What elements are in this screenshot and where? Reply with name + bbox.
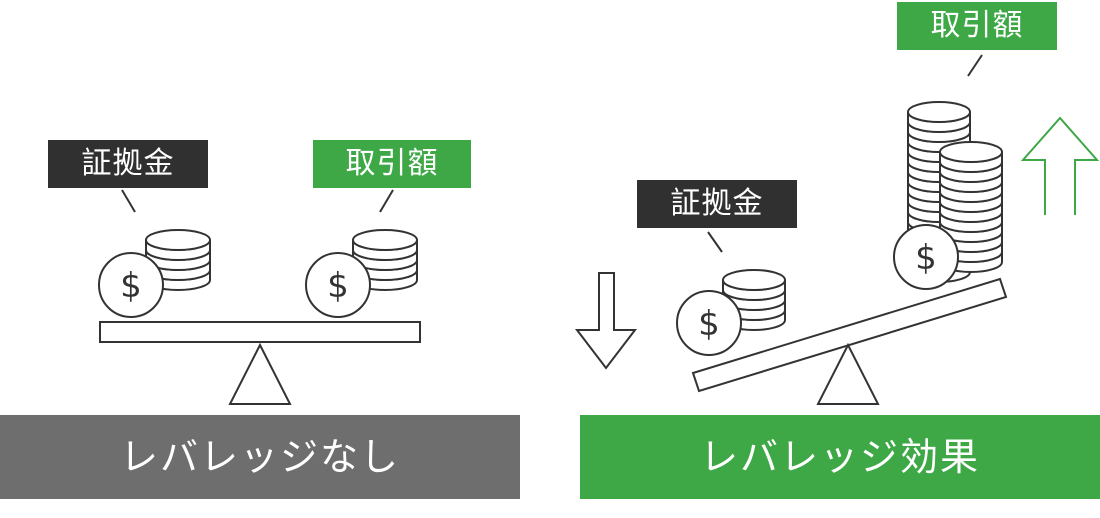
leverage-effect-banner: レバレッジ効果 bbox=[580, 415, 1100, 499]
svg-text:$: $ bbox=[698, 304, 720, 344]
down-arrow-icon bbox=[574, 272, 638, 370]
left-margin-label: 証拠金 bbox=[48, 140, 208, 188]
svg-text:$: $ bbox=[120, 266, 142, 306]
right-scene: $ $ bbox=[574, 54, 1100, 405]
right-amount-callout-line bbox=[967, 54, 983, 77]
left-amount-label: 取引額 bbox=[313, 140, 471, 188]
right-fulcrum bbox=[816, 342, 880, 405]
left-margin-callout-line bbox=[121, 189, 136, 213]
no-leverage-banner: レバレッジなし bbox=[0, 415, 520, 499]
right-margin-dollar-coin-icon: $ bbox=[676, 290, 742, 356]
left-amount-dollar-coin-icon: $ bbox=[305, 252, 371, 318]
up-arrow-icon bbox=[1020, 116, 1100, 215]
left-scene: $ $ bbox=[98, 189, 421, 405]
svg-text:$: $ bbox=[915, 238, 937, 278]
right-amount-label: 取引額 bbox=[897, 2, 1057, 50]
left-fulcrum bbox=[228, 342, 292, 405]
svg-text:$: $ bbox=[327, 266, 349, 306]
coin-top bbox=[907, 101, 971, 123]
right-margin-label: 証拠金 bbox=[637, 180, 797, 228]
coin-top bbox=[939, 141, 1003, 163]
left-margin-dollar-coin-icon: $ bbox=[98, 252, 164, 318]
left-balance-beam bbox=[99, 321, 421, 343]
left-amount-callout-line bbox=[379, 189, 394, 213]
right-balance-beam bbox=[691, 277, 1008, 393]
right-margin-callout-line bbox=[707, 231, 723, 253]
right-amount-dollar-coin-icon: $ bbox=[893, 224, 959, 290]
